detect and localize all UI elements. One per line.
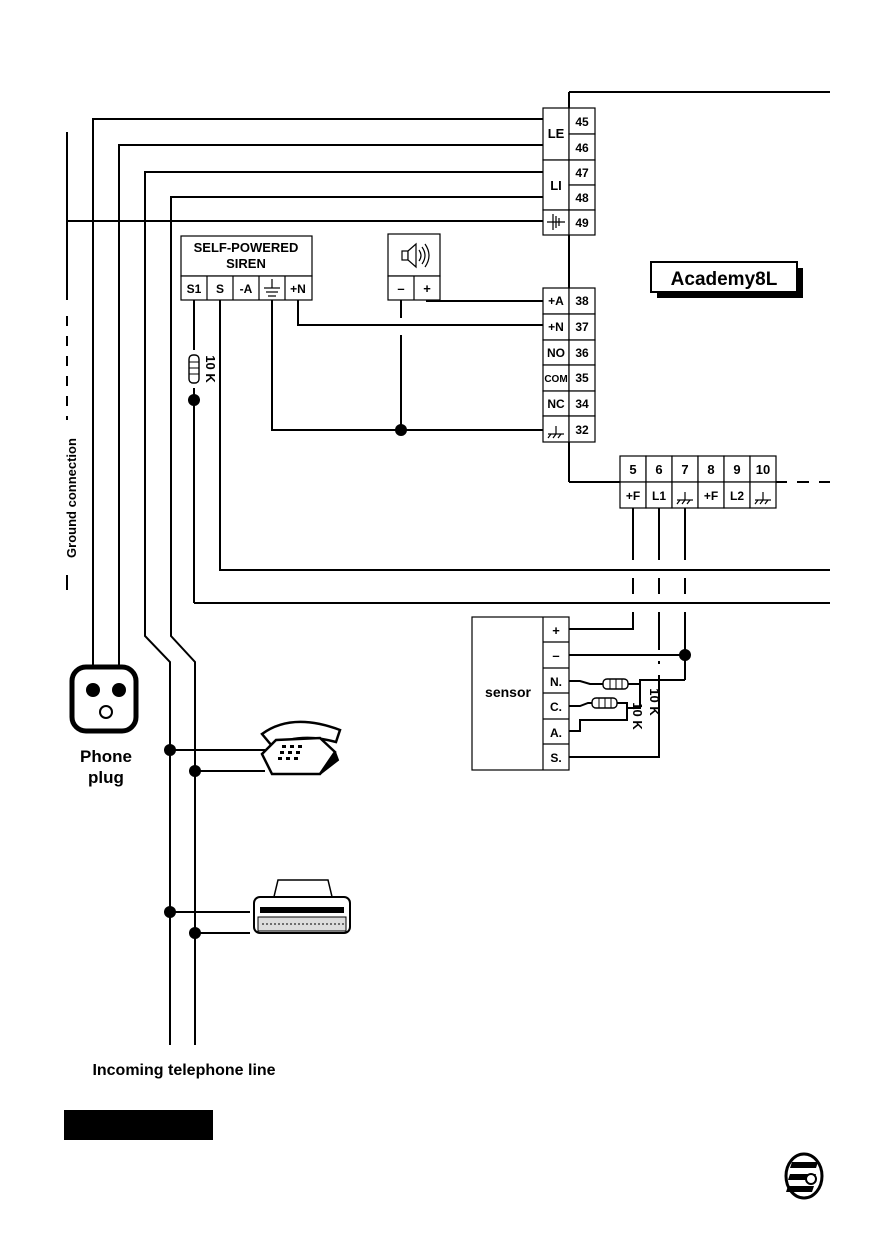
terminal-label-l1: L1 [652,489,666,503]
terminal-label-plus-f-5: +F [626,489,640,503]
junction-dots [164,394,691,939]
terminal-label-nc: NC [547,397,565,411]
sensor-terminal-minus: – [552,648,559,663]
sensor-terminal-plus: + [552,623,560,638]
terminal-48: 48 [575,191,589,205]
sensor-box: sensor + – N. C. A. S. [471,616,570,771]
terminal-37: 37 [575,320,589,334]
sensor-terminal-c: C. [550,700,562,714]
speaker-terminal-minus: – [397,281,404,296]
siren-box: SELF-POWERED SIREN S1 S -A +N [180,235,313,301]
terminal-label-l2: L2 [730,489,744,503]
terminal-34: 34 [575,397,589,411]
speaker-terminal-plus: + [423,281,431,296]
manufacturer-logo-icon [784,1152,824,1200]
earth-ground-icon [264,279,280,297]
terminal-35: 35 [575,371,589,385]
fax-machine-icon [253,879,351,934]
siren-terminal-plus-n: +N [290,282,306,296]
terminal-block-bottom: 5 6 7 8 9 10 +F L1 +F L2 [619,455,777,509]
terminal-group-le: LE [548,126,565,141]
panel-name: Academy8L [671,269,778,290]
sensor-terminal-s: S. [550,751,561,765]
resistor-sensor-b-label: 10 K [630,702,645,730]
terminal-36: 36 [575,346,589,360]
terminal-5: 5 [629,462,636,477]
chassis-ground-icon [754,492,771,505]
siren-terminal-minus-a: -A [240,282,253,296]
sensor-label: sensor [485,684,531,700]
terminal-45: 45 [575,115,589,129]
terminal-6: 6 [655,462,662,477]
terminal-label-plus-f-8: +F [704,489,718,503]
terminal-8: 8 [707,462,714,477]
chassis-ground-icon [547,426,564,439]
phone-socket-icon [69,664,139,734]
resistor-sensor-a-icon [602,678,629,690]
sensor-terminal-a: A. [550,726,562,740]
panel-outline [568,91,830,483]
terminal-label-plus-n: +N [548,320,564,334]
terminal-group-li: LI [550,178,562,193]
chassis-ground-icon [676,492,693,505]
terminal-block-top: LE LI 45 46 47 48 49 [542,107,596,236]
terminal-10: 10 [756,462,770,477]
section-tab-bar [64,1110,213,1140]
speaker-icon [401,242,430,269]
terminal-46: 46 [575,141,589,155]
telephone-icon [260,720,342,776]
siren-terminal-s1: S1 [187,282,202,296]
phone-plug-label-line2: plug [88,768,124,787]
siren-terminal-s: S [216,282,224,296]
incoming-line-label: Incoming telephone line [92,1062,275,1079]
siren-title-line1: SELF-POWERED [194,240,299,255]
terminal-9: 9 [733,462,740,477]
terminal-label-no: NO [547,346,565,360]
siren-title-line2: SIREN [226,256,266,271]
terminal-label-plus-a: +A [548,294,564,308]
ground-connection-label: Ground connection [64,438,79,558]
terminal-block-mid: +A +N NO COM NC 38 37 36 35 34 32 [542,287,596,443]
terminal-32: 32 [575,423,589,437]
terminal-49: 49 [575,216,589,230]
resistor-sensor-a-label: 10 K [647,688,662,716]
resistor-siren-label: 10 K [203,355,218,383]
resistor-sensor-b-icon [591,697,618,709]
terminal-label-com: COM [544,374,567,385]
ground-symbol-icon [547,214,565,230]
resistor-siren-icon [188,354,200,384]
panel-name-box: Academy8L [650,261,803,298]
phone-plug-label-line1: Phone [80,747,132,766]
terminal-47: 47 [575,166,589,180]
terminal-38: 38 [575,294,589,308]
speaker-box: – + [387,233,441,301]
wiring [66,118,830,1045]
sensor-terminal-n: N. [550,675,562,689]
terminal-7: 7 [681,462,688,477]
